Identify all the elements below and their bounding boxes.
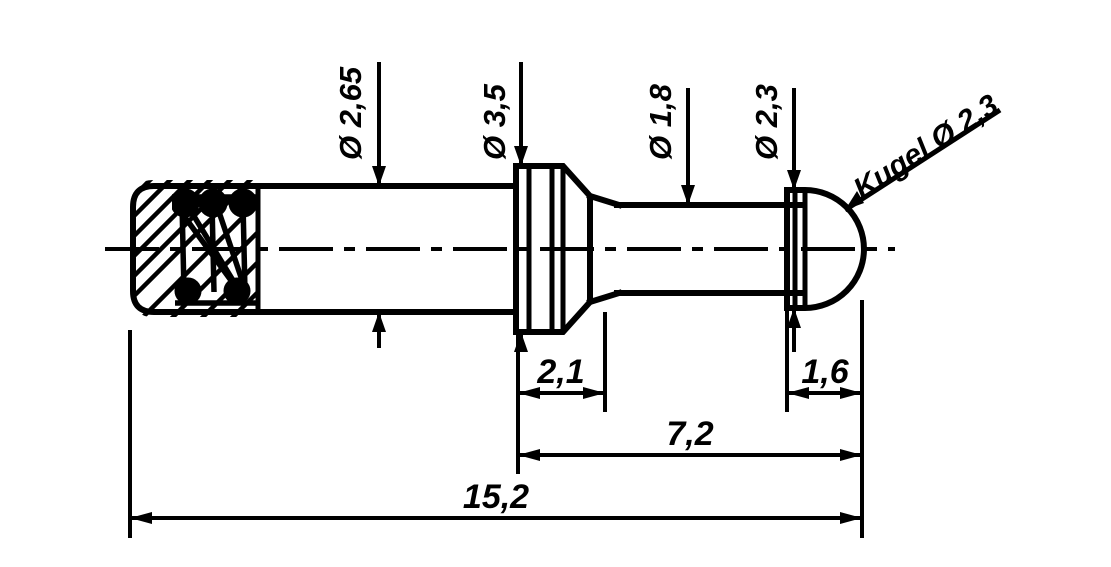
dim-label-diameter-3-5: Ø 3,5 bbox=[477, 83, 512, 160]
dim-label-length-7-2: 7,2 bbox=[666, 415, 713, 453]
dimension-length-1-6: 1,6 bbox=[785, 300, 864, 412]
dimension-diameter-2-65: Ø 2,65 bbox=[333, 62, 386, 348]
ball-outline bbox=[784, 187, 867, 311]
dim-label-length-2-1: 2,1 bbox=[536, 353, 584, 391]
dimension-diameter-1-8: Ø 1,8 bbox=[643, 83, 695, 205]
dim-label-length-1-6: 1,6 bbox=[801, 353, 849, 391]
dim-label-diameter-2-65: Ø 2,65 bbox=[333, 66, 368, 160]
leader-note-kugel: Kugel Ø 2,3 bbox=[843, 88, 1005, 213]
coil-spring bbox=[172, 188, 258, 306]
dim-label-diameter-2-3: Ø 2,3 bbox=[749, 84, 784, 160]
plunger-shaft bbox=[614, 202, 803, 296]
dimension-diameter-3-5: Ø 3,5 bbox=[477, 62, 528, 352]
leader-label-kugel: Kugel Ø 2,3 bbox=[848, 88, 1005, 206]
dimension-length-2-1: 2,1 bbox=[516, 312, 607, 412]
dim-label-diameter-1-8: Ø 1,8 bbox=[643, 83, 678, 160]
dim-label-length-15-2: 15,2 bbox=[463, 478, 529, 516]
dimension-length-7-2: 7,2 bbox=[516, 412, 864, 474]
dimension-diameter-2-3: Ø 2,3 bbox=[749, 84, 801, 352]
barrel-body bbox=[130, 180, 519, 317]
dimension-length-15-2: 15,2 bbox=[128, 330, 864, 538]
